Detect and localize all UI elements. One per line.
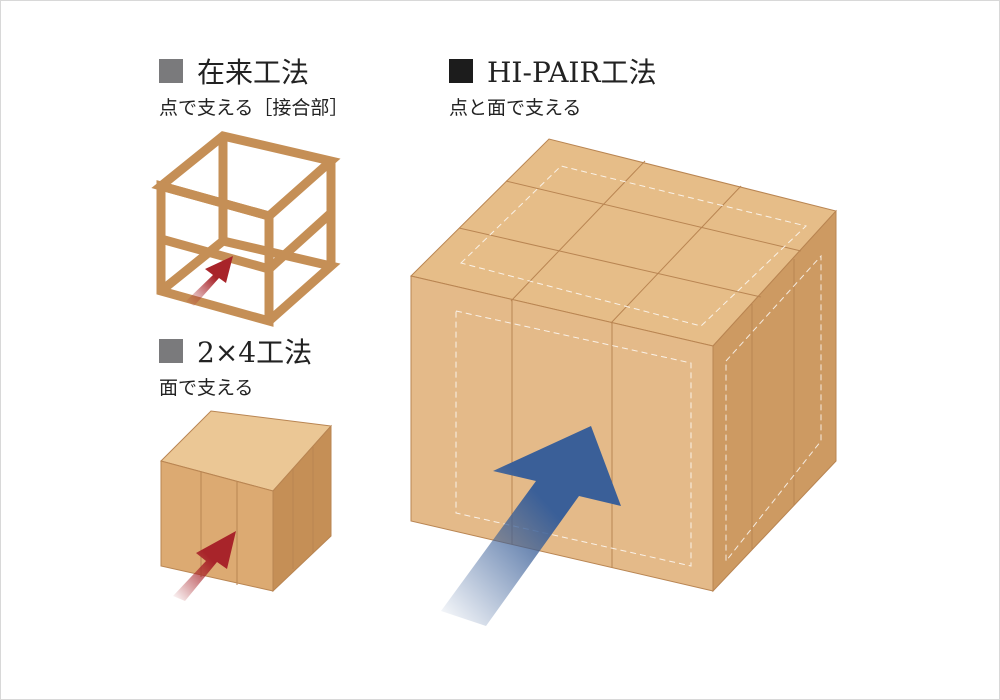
blue-arrow [441, 426, 621, 626]
hi-pair-method-title: HI-PAIR工法 [449, 51, 657, 91]
hi-pair-method-subtitle: 点と面で支える [449, 97, 582, 119]
two-by-four-method-title: 2×4工法 [159, 331, 312, 371]
conventional-method-subtitle: 点で支える［接合部］ [159, 97, 349, 119]
black-square-icon [449, 59, 473, 83]
red-arrow [186, 256, 233, 306]
title-text: 在来工法 [197, 56, 310, 89]
two-by-four-method-subtitle: 面で支える [159, 377, 254, 399]
conventional-frame-cube [151, 131, 341, 327]
red-arrow [173, 531, 236, 601]
hi-pair-cube [410, 138, 837, 593]
gray-square-icon [159, 59, 183, 83]
conventional-method-title: 在来工法 [159, 51, 309, 91]
title-text: 2×4工法 [197, 336, 313, 369]
two-by-four-cube [160, 410, 333, 593]
gray-square-icon [159, 339, 183, 363]
title-text: HI-PAIR工法 [487, 56, 657, 89]
